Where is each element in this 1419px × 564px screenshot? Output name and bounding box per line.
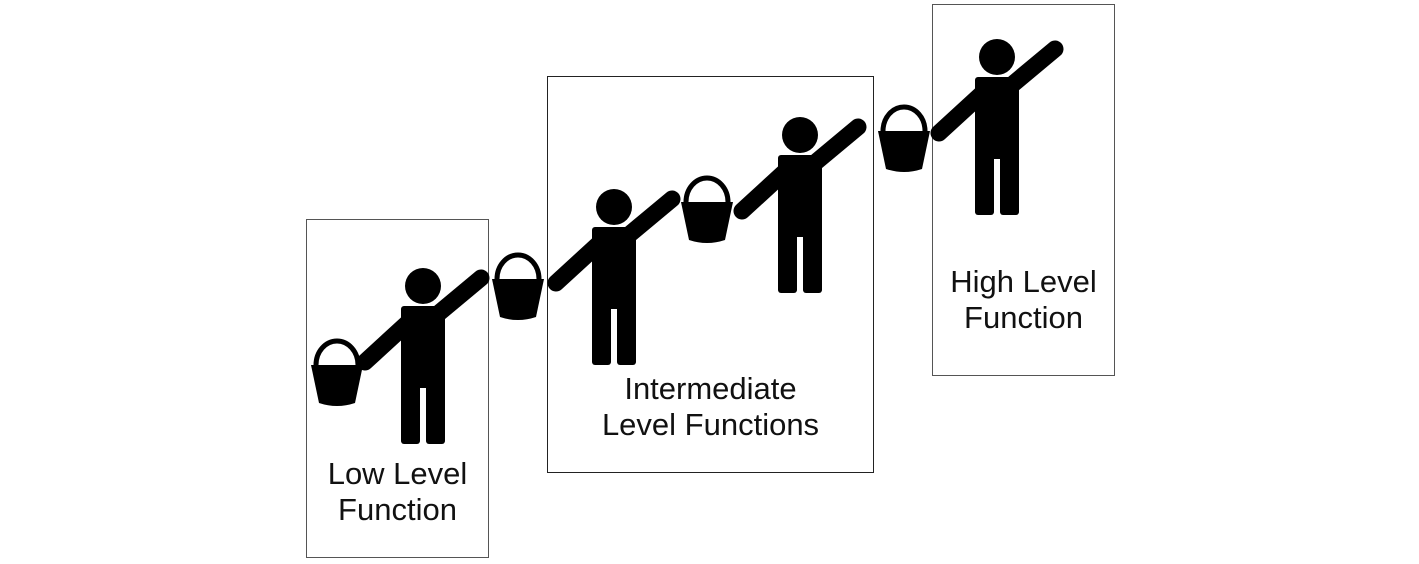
intermediate-level-functions-box [547, 76, 874, 473]
person-icon [365, 268, 481, 444]
bucket-icon [311, 341, 363, 406]
low-label-line2: Function [338, 492, 457, 527]
bucket-icon [492, 255, 544, 320]
person-icon [556, 189, 672, 365]
high-level-function-label: High Level Function [932, 264, 1115, 336]
high-level-function-box [932, 4, 1115, 376]
person-icon [742, 117, 858, 293]
low-label-line1: Low Level [327, 456, 468, 491]
high-label-line2: Function [964, 300, 1083, 335]
low-level-function-label: Low Level Function [306, 456, 489, 528]
person-icon [939, 39, 1055, 215]
intermediate-level-functions-label: Intermediate Level Functions [547, 371, 874, 443]
intermediate-label-line1: Intermediate [624, 371, 797, 406]
bucket-icon [681, 178, 733, 243]
low-level-function-box [306, 219, 489, 558]
bucket-icon [878, 107, 930, 172]
high-label-line1: High Level [950, 264, 1097, 299]
intermediate-label-line2: Level Functions [601, 407, 820, 442]
